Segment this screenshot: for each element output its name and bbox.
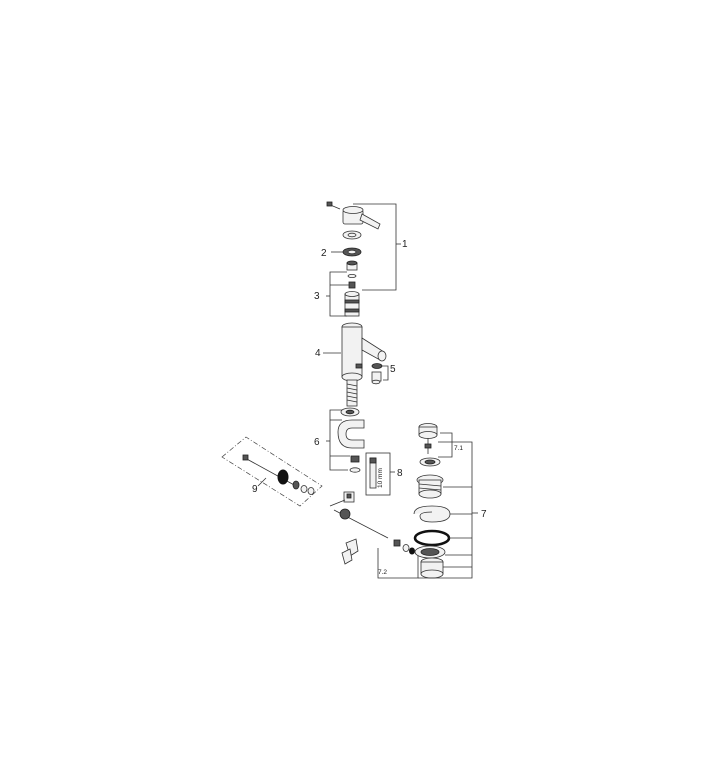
waste-o-ring [413,529,451,547]
waste-gasket [413,505,451,523]
callout-9: 9 [252,484,258,495]
callout-7: 7 [481,509,487,520]
callout-5: 5 [390,364,396,375]
pivot-ball [339,508,351,520]
callout-4: 4 [315,348,321,359]
callout-1: 1 [402,239,408,250]
grub-screw [326,201,341,210]
horseshoe-plate [337,419,365,449]
waste-strainer [414,545,446,559]
dimension-label: 10 mm [377,468,384,488]
waste-flange [419,457,441,467]
lever-handle [342,206,381,230]
waste-tailpiece [420,557,444,579]
fixing-nut [350,455,360,463]
callout-7-2: 7.2 [378,569,387,576]
callout-8: 8 [397,468,403,479]
callout-3: 3 [314,291,320,302]
waste-body [416,474,444,499]
cartridge [344,291,360,317]
callout-7-1: 7.1 [454,445,463,452]
stem-adapter [346,260,358,271]
spindle-pin [348,281,356,289]
waste-assembly: 7.1 7 [413,423,487,579]
cap-ring [342,230,362,240]
extension-kit: 9 [221,436,323,507]
faucet-body: 4 [315,322,387,382]
knurled-coupling [277,469,289,485]
mounting-wrench: 10 mm 8 [365,452,403,496]
pop-up-plug [418,423,438,454]
callout-2: 2 [321,248,327,259]
fixing-washer [349,467,361,473]
threaded-stud [346,379,358,407]
mounting-set: 6 [314,407,365,473]
callout-6: 6 [314,437,320,448]
aerator [355,363,363,369]
pull-rod-connector [341,538,359,565]
cartridge-nut [342,247,362,257]
small-o-ring [347,273,357,278]
pull-rod-assembly: 7.2 [329,491,419,579]
handle-assembly: 1 2 3 [314,201,408,317]
aerator-parts: 5 [371,363,396,385]
